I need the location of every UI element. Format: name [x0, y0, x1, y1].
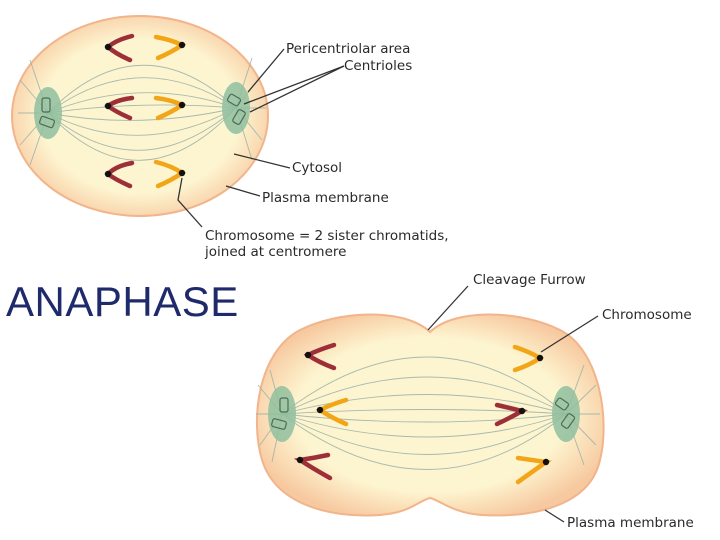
top-plasma-membrane [11, 15, 269, 217]
label-chromosome-line1: Chromosome = 2 sister chromatids, [205, 228, 449, 244]
top-cell: Pericentriolar area Centrioles Cytosol P… [11, 15, 449, 260]
label-chromosome-line2: joined at centromere [204, 244, 346, 260]
bottom-plasma-membrane [256, 313, 605, 517]
label-plasma-membrane-top: Plasma membrane [262, 190, 389, 206]
label-plasma-membrane-bottom: Plasma membrane [567, 515, 694, 531]
label-pericentriolar-area: Pericentriolar area [286, 41, 410, 57]
label-chromosome: Chromosome [602, 307, 692, 323]
label-centrioles: Centrioles [344, 58, 412, 74]
page-title: ANAPHASE [6, 278, 239, 325]
bottom-right-centrioles-icon [554, 397, 576, 429]
top-right-centrosome [222, 82, 250, 134]
bottom-left-centrosome [268, 386, 296, 442]
bottom-centromeres [296, 351, 550, 466]
label-cleavage-furrow: Cleavage Furrow [473, 272, 586, 288]
bottom-cell: Cleavage Furrow Chromosome Plasma membra… [256, 272, 694, 531]
bottom-left-centrioles-icon [271, 397, 289, 430]
label-cytosol: Cytosol [292, 160, 342, 176]
top-left-centrioles-icon [39, 97, 55, 129]
top-centromeres [104, 41, 186, 178]
top-left-centrosome [34, 87, 62, 139]
top-leader-lines [177, 48, 345, 228]
bottom-right-centrosome [552, 386, 580, 442]
top-right-centrioles-icon [226, 93, 246, 125]
bottom-leader-lines [427, 285, 599, 523]
